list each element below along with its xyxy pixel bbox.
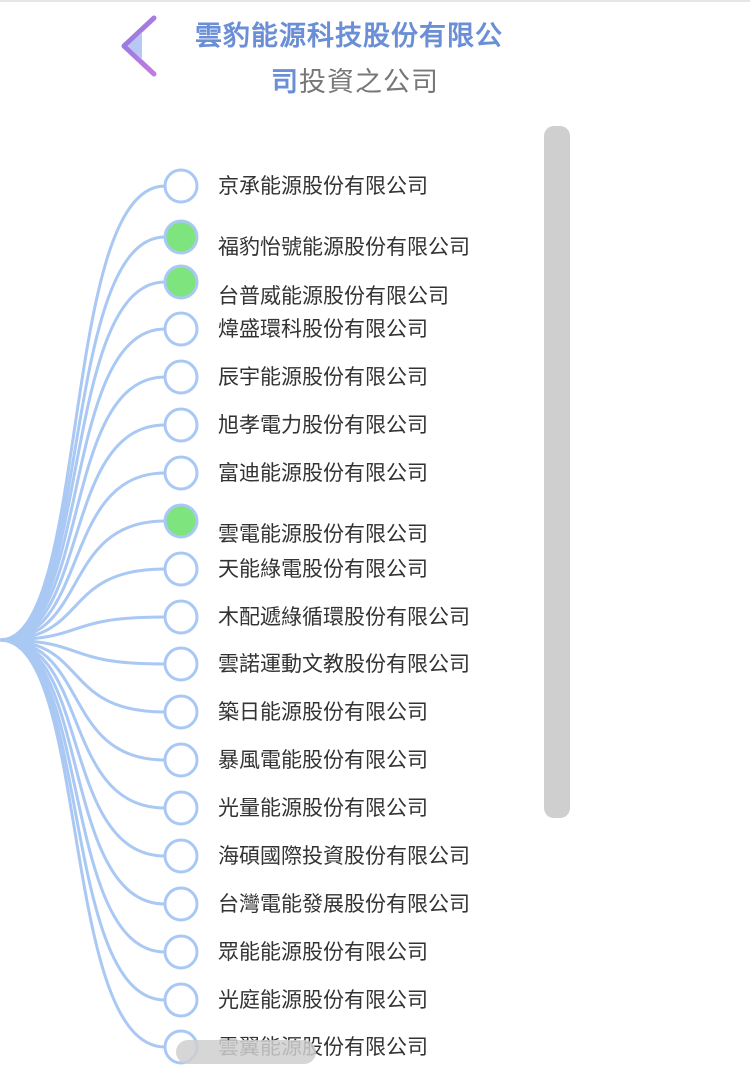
tree-node-expanded[interactable] — [163, 503, 199, 539]
tree-link — [0, 638, 166, 858]
company-label[interactable]: 暴風電能股份有限公司 — [218, 748, 428, 772]
company-label[interactable]: 旭孝電力股份有限公司 — [218, 413, 428, 437]
tree-node[interactable] — [163, 694, 199, 730]
tree-link — [0, 615, 166, 642]
tree-link — [0, 519, 166, 642]
tree-node[interactable] — [163, 359, 199, 395]
company-label[interactable]: 光量能源股份有限公司 — [218, 796, 428, 820]
tree-node[interactable] — [163, 934, 199, 970]
chevron-left-icon — [121, 15, 157, 77]
tree-node[interactable] — [163, 599, 199, 635]
company-label[interactable]: 辰宇能源股份有限公司 — [218, 365, 428, 389]
tree-link — [0, 638, 166, 1049]
company-label[interactable]: 雲電能源股份有限公司 — [218, 522, 428, 546]
tree-link — [0, 567, 166, 642]
tree-node[interactable] — [163, 790, 199, 826]
title-suffix: 投資之公司 — [299, 67, 439, 98]
tree-link — [0, 375, 166, 642]
tree-node[interactable] — [163, 886, 199, 922]
company-label[interactable]: 天能綠電股份有限公司 — [218, 557, 428, 581]
tree-link — [0, 638, 166, 810]
page-title: 雲豹能源科技股份有限公 司投資之公司 — [195, 14, 535, 106]
company-label[interactable]: 雲諾運動文教股份有限公司 — [218, 652, 470, 676]
title-line-2: 司投資之公司 — [195, 60, 535, 106]
tree-node[interactable] — [163, 407, 199, 443]
company-label[interactable]: 築日能源股份有限公司 — [218, 700, 428, 724]
tree-link — [0, 638, 166, 714]
investor-name-tail: 司 — [271, 67, 299, 98]
tree-link — [0, 184, 166, 642]
tree-link — [0, 471, 166, 642]
tree-link — [0, 638, 166, 666]
company-label[interactable]: 京承能源股份有限公司 — [218, 174, 428, 198]
company-label[interactable]: 台灣電能發展股份有限公司 — [218, 892, 470, 916]
tree-node[interactable] — [163, 838, 199, 874]
company-label[interactable]: 木配遞綠循環股份有限公司 — [218, 605, 470, 629]
tree-link — [0, 638, 166, 906]
tree-node-expanded[interactable] — [163, 264, 199, 300]
tree-link — [0, 327, 166, 642]
tree-link — [0, 280, 166, 642]
company-label[interactable]: 福豹怡號能源股份有限公司 — [218, 235, 470, 259]
tree-node[interactable] — [163, 311, 199, 347]
tree-link — [0, 638, 166, 762]
tree-node-expanded[interactable] — [163, 219, 199, 255]
company-label[interactable]: 眾能能源股份有限公司 — [218, 940, 428, 964]
tree-link — [0, 235, 166, 642]
tree-node[interactable] — [163, 982, 199, 1018]
company-label[interactable]: 富迪能源股份有限公司 — [218, 461, 428, 485]
company-label[interactable]: 光庭能源股份有限公司 — [218, 988, 428, 1012]
company-label[interactable]: 煒盛環科股份有限公司 — [218, 317, 428, 341]
tree-node[interactable] — [163, 168, 199, 204]
investor-name: 雲豹能源科技股份有限公 — [195, 21, 503, 52]
vertical-scrollbar[interactable] — [544, 126, 570, 818]
company-label[interactable]: 台普威能源股份有限公司 — [218, 284, 449, 308]
tree-node[interactable] — [163, 742, 199, 778]
title-line-1: 雲豹能源科技股份有限公 — [195, 14, 535, 60]
tree-node[interactable] — [163, 455, 199, 491]
horizontal-scrollbar[interactable] — [176, 1040, 316, 1064]
back-button[interactable] — [116, 14, 164, 78]
tree-node[interactable] — [163, 551, 199, 587]
tree-node[interactable] — [163, 646, 199, 682]
company-label[interactable]: 海碩國際投資股份有限公司 — [218, 844, 470, 868]
top-divider — [0, 0, 750, 2]
tree-link — [0, 423, 166, 642]
